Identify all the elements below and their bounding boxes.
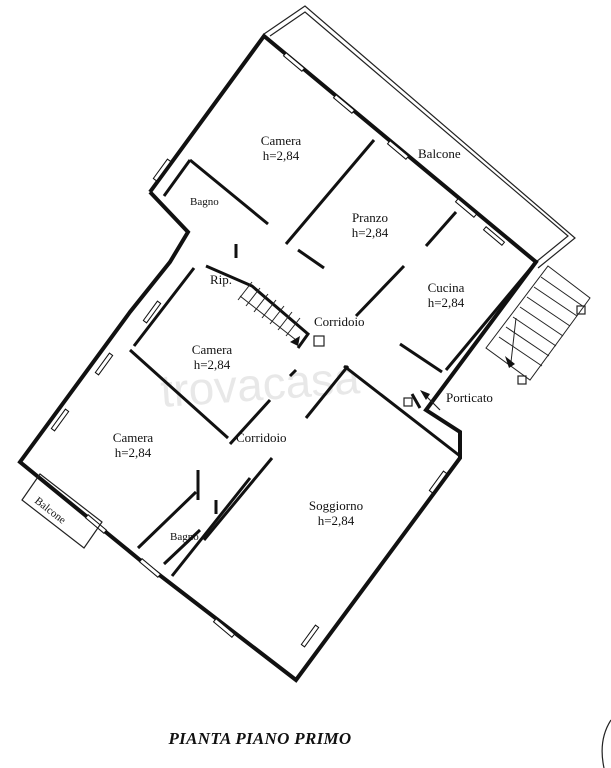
label-camera-mid-height: h=2,84 — [194, 357, 231, 372]
label-porticato: Porticato — [446, 390, 493, 405]
label-soggiorno: Soggiorno — [309, 498, 363, 513]
label-cucina-height: h=2,84 — [428, 295, 465, 310]
interior-walls — [128, 139, 538, 577]
entrance-arrow-icon — [403, 390, 441, 411]
watermark: trovacasa — [159, 351, 362, 417]
label-bagno-bottom: Bagno — [170, 531, 199, 543]
page-title: PIANTA PIANO PRIMO — [168, 729, 352, 748]
room-labels: Camera h=2,84 Bagno Balcone Pranzo h=2,8… — [32, 133, 493, 543]
label-pranzo: Pranzo — [352, 210, 388, 225]
label-bagno-top: Bagno — [190, 196, 219, 208]
label-camera-mid: Camera — [192, 342, 233, 357]
label-soggiorno-height: h=2,84 — [318, 513, 355, 528]
label-camera-top: Camera — [261, 133, 302, 148]
label-cucina: Cucina — [428, 280, 465, 295]
label-balcone-top: Balcone — [418, 146, 461, 161]
label-rip: Rip. — [210, 272, 232, 287]
exterior-staircase — [485, 265, 591, 385]
interior-staircase — [237, 281, 325, 347]
label-camera-left: Camera — [113, 430, 154, 445]
corner-arc — [601, 719, 611, 768]
balcone-top-outline — [263, 5, 576, 269]
windows — [50, 52, 506, 648]
label-pranzo-height: h=2,84 — [352, 225, 389, 240]
balcone-left-outline — [21, 473, 103, 549]
label-camera-left-height: h=2,84 — [115, 445, 152, 460]
label-corridoio-mid: Corridoio — [236, 430, 287, 445]
label-corridoio-top: Corridoio — [314, 314, 365, 329]
label-camera-top-height: h=2,84 — [263, 148, 300, 163]
